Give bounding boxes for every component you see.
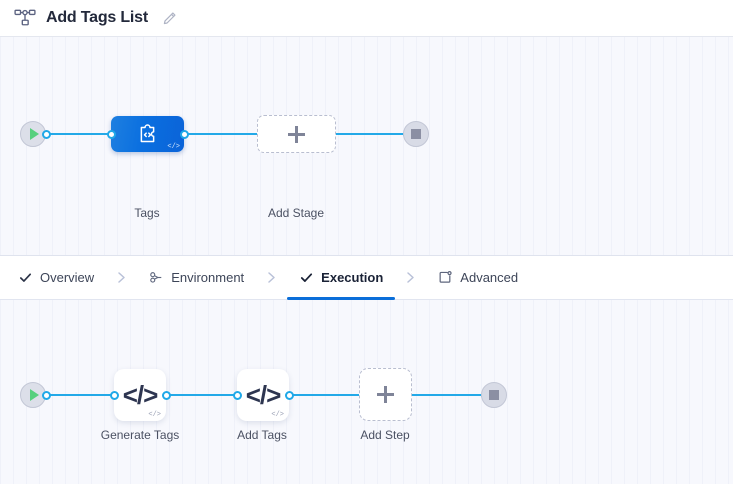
tab-execution-label: Execution [321, 270, 384, 285]
stage-graph-edges [45, 133, 407, 135]
tab-environment[interactable]: Environment [147, 256, 246, 300]
chevron-right-icon [407, 272, 415, 283]
pipeline-icon [14, 9, 36, 27]
step-node-add-tags-label: Add Tags [237, 428, 287, 442]
generate-tags-input-port[interactable] [110, 391, 119, 400]
stage-graph-canvas[interactable]: </> Tags Add Stage [0, 37, 733, 256]
stage-node-badge: </> [167, 143, 180, 151]
pencil-icon[interactable] [158, 11, 177, 26]
page-title: Add Tags List [46, 9, 148, 26]
play-icon [30, 128, 39, 140]
tab-execution[interactable]: Execution [287, 256, 396, 300]
tab-advanced-label: Advanced [460, 270, 519, 285]
stage-start-node[interactable] [20, 121, 46, 147]
section-tabs: Overview Environment Execution Advanced [0, 256, 733, 300]
step-node-generate-tags[interactable]: </> </> [114, 369, 166, 421]
stage-start-output-port[interactable] [42, 130, 51, 139]
step-node-badge: </> [148, 411, 161, 419]
generate-tags-output-port[interactable] [162, 391, 171, 400]
stage-node-tags[interactable]: </> [111, 116, 184, 152]
execution-end-node[interactable] [481, 382, 507, 408]
add-stage-button[interactable] [257, 115, 336, 153]
advanced-box-icon [439, 270, 452, 283]
tab-environment-label: Environment [171, 270, 245, 285]
stage-tags-input-port[interactable] [107, 130, 116, 139]
step-node-badge: </> [271, 411, 284, 419]
add-tags-input-port[interactable] [233, 391, 242, 400]
check-icon [301, 273, 313, 282]
code-icon: </> [245, 380, 282, 410]
stage-graph: </> Tags Add Stage [0, 37, 733, 255]
infrastructure-icon [150, 272, 162, 283]
execution-graph-canvas[interactable]: </> </> Generate Tags </> </> Add Tags A… [0, 300, 733, 484]
add-step-label: Add Step [360, 428, 410, 442]
chevron-right-icon [268, 272, 275, 283]
execution-graph: </> </> Generate Tags </> </> Add Tags A… [0, 300, 733, 484]
tab-advanced[interactable]: Advanced [436, 256, 520, 300]
page-header: Add Tags List [0, 0, 733, 37]
code-icon: </> [122, 380, 159, 410]
stop-icon [489, 390, 499, 400]
check-icon [19, 273, 32, 282]
add-stage-label: Add Stage [267, 206, 325, 220]
tab-overview-label: Overview [40, 270, 95, 285]
stage-tags-output-port[interactable] [180, 130, 189, 139]
step-node-generate-tags-label: Generate Tags [100, 428, 180, 442]
plus-icon [377, 386, 394, 403]
plus-icon [288, 125, 305, 143]
step-node-add-tags[interactable]: </> </> [237, 369, 289, 421]
add-tags-output-port[interactable] [285, 391, 294, 400]
stage-node-tags-label: Tags [134, 206, 160, 220]
tab-overview[interactable]: Overview [16, 256, 96, 300]
custom-stage-icon [140, 123, 155, 142]
execution-start-node[interactable] [20, 382, 46, 408]
add-step-button[interactable] [359, 368, 412, 421]
stop-icon [411, 129, 421, 139]
execution-start-output-port[interactable] [42, 391, 51, 400]
stage-end-node[interactable] [403, 121, 429, 147]
chevron-right-icon [118, 272, 125, 283]
play-icon [30, 389, 39, 401]
